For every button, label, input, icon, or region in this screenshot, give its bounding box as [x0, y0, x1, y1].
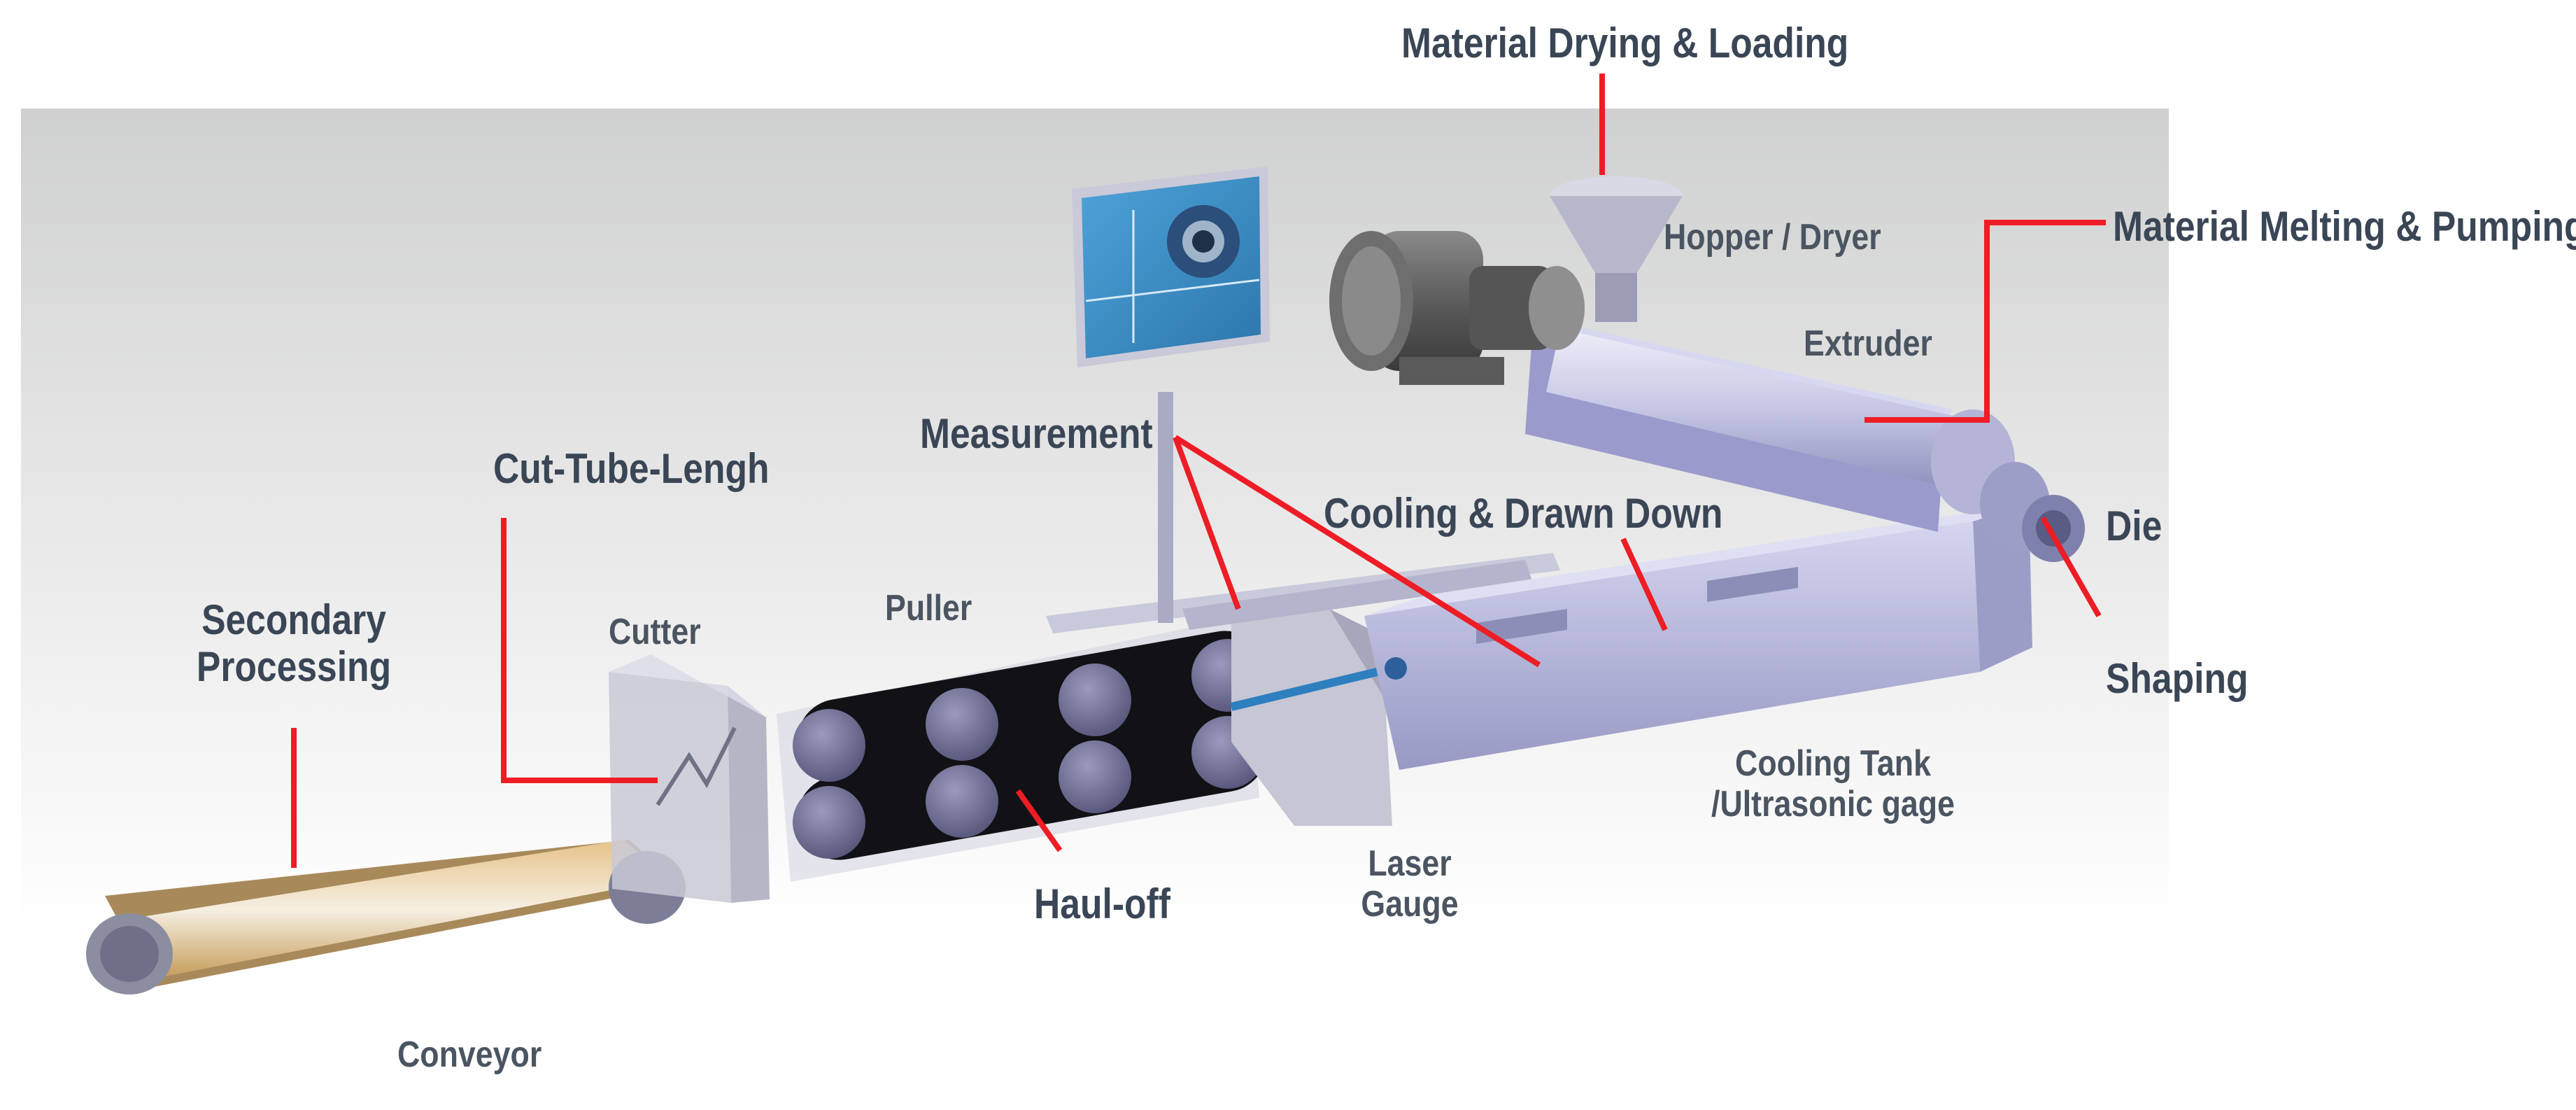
label-laser-gauge: Laser Gauge — [1340, 843, 1479, 925]
label-extruder: Extruder — [1804, 323, 1932, 364]
label-cooling-tank: Cooling Tank /Ultrasonic gage — [1706, 743, 1959, 824]
cooling-tank-machine — [1364, 504, 2032, 770]
label-hopper-dryer: Hopper / Dryer — [1664, 217, 1881, 258]
label-conveyor: Conveyor — [397, 1034, 542, 1075]
label-die: Die — [2106, 503, 2163, 549]
callout-line-cooling-drawn-down — [1620, 538, 1668, 631]
label-cut-tube-length: Cut-Tube-Lengh — [493, 445, 770, 492]
label-laser-gauge-line-2: Gauge — [1361, 884, 1459, 925]
measurement-monitor — [1072, 167, 1270, 623]
conveyor-machine — [86, 840, 686, 995]
callout-line-material-melting — [1864, 220, 2106, 423]
callout-line-cut-tube — [501, 518, 658, 783]
label-cooling-tank-line-2: /Ultrasonic gage — [1711, 784, 1955, 825]
label-cooling-drawn-down: Cooling & Drawn Down — [1324, 490, 1723, 537]
label-puller: Puller — [885, 588, 972, 628]
label-secondary-processing-line-2: Processing — [196, 643, 392, 691]
hopper-machine — [1550, 176, 1683, 322]
label-secondary-processing-line-1: Secondary — [201, 596, 386, 643]
label-material-drying-loading: Material Drying & Loading — [1401, 20, 1849, 66]
cutter-machine — [609, 654, 770, 903]
label-secondary-processing: Secondary Processing — [185, 596, 402, 690]
label-cutter: Cutter — [609, 612, 701, 652]
label-measurement: Measurement — [920, 410, 1153, 457]
label-shaping: Shaping — [2106, 655, 2249, 702]
label-material-melting-pumping: Material Melting & Pumping — [2113, 203, 2576, 250]
callout-lines — [291, 73, 2106, 868]
callout-line-shaping — [2040, 517, 2102, 617]
callout-line-measurement-left — [1173, 436, 1241, 610]
callout-line-measurement-right — [1173, 435, 1541, 668]
label-haul-off: Haul-off — [1034, 880, 1170, 927]
callout-line-haul-off — [1015, 789, 1063, 852]
label-laser-gauge-line-1: Laser — [1368, 843, 1452, 884]
support-frame — [1046, 553, 1560, 633]
drive-motor — [1329, 231, 1585, 385]
label-cooling-tank-line-1: Cooling Tank — [1735, 743, 1931, 784]
extruder-machine — [1525, 318, 2085, 562]
